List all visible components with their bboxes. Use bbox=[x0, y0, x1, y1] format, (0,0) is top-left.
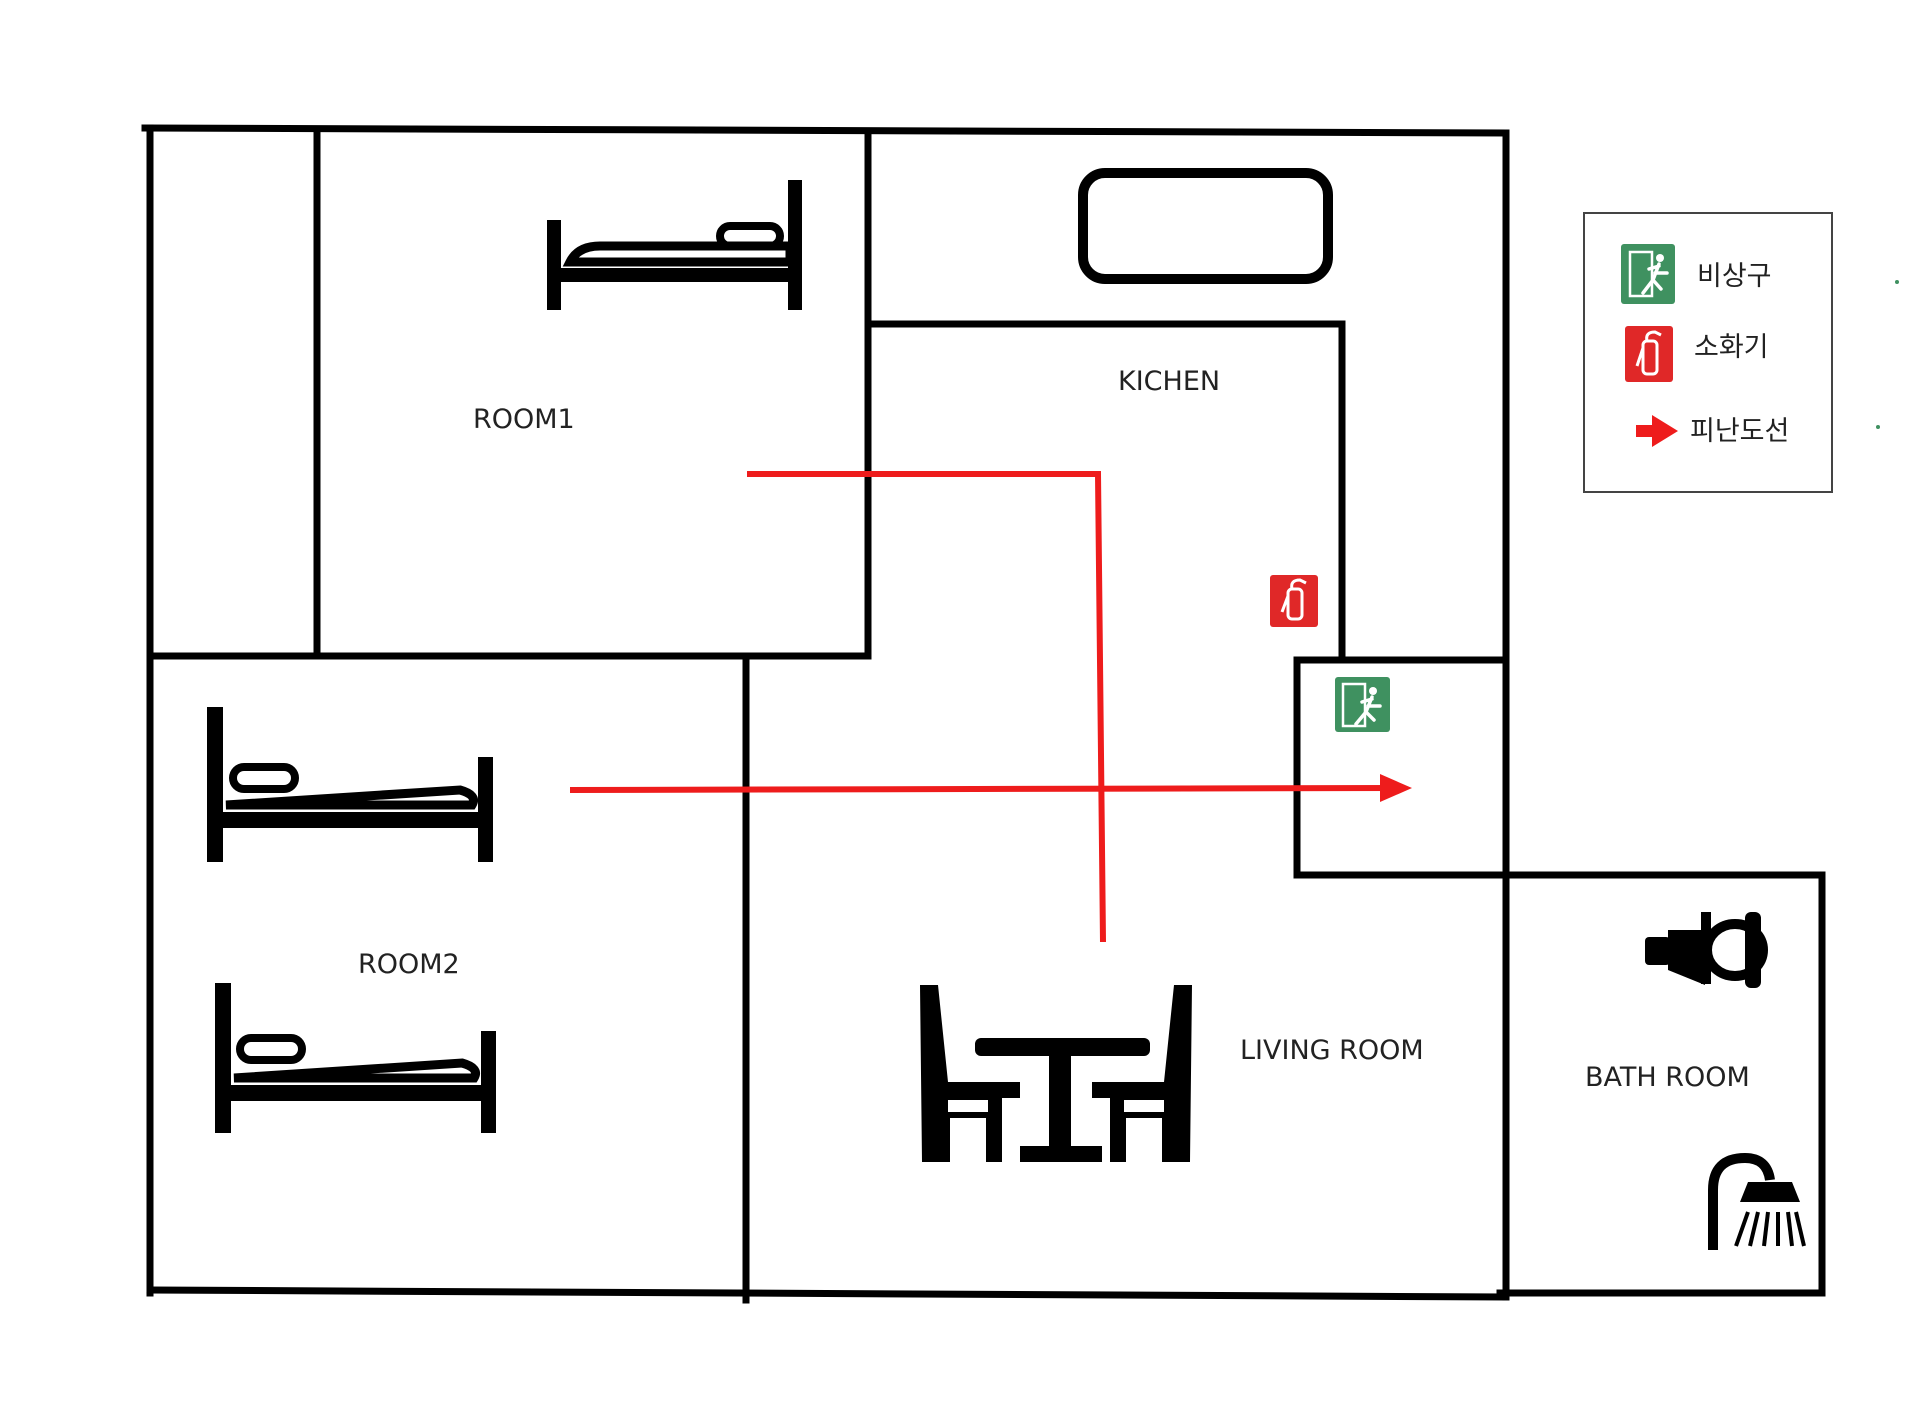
stray-dot bbox=[1876, 425, 1880, 429]
kitchen-label: KICHEN bbox=[1118, 366, 1220, 397]
fire-extinguisher-icon bbox=[1270, 575, 1318, 627]
evacuation-route bbox=[569, 471, 1396, 943]
bed-icon bbox=[215, 983, 496, 1133]
legend: 비상구 소화기 피난도선 bbox=[1583, 212, 1833, 493]
legend-emergency-exit-label: 비상구 bbox=[1697, 261, 1772, 292]
living-room-label: LIVING ROOM bbox=[1240, 1035, 1424, 1066]
red-arrow-icon bbox=[1636, 415, 1678, 447]
running-man-exit-icon bbox=[1621, 244, 1675, 304]
fire-extinguisher-icon bbox=[1625, 326, 1673, 382]
legend-evacuation-route-label: 피난도선 bbox=[1690, 416, 1789, 447]
sink-icon bbox=[1078, 168, 1333, 284]
bed-icon bbox=[207, 707, 493, 862]
walls bbox=[141, 124, 1826, 1304]
stray-dot bbox=[1895, 280, 1899, 284]
toilet-icon bbox=[1645, 912, 1768, 988]
bath-room-label: BATH ROOM bbox=[1585, 1062, 1750, 1093]
running-man-exit-icon bbox=[1335, 677, 1390, 732]
legend-fire-extinguisher-label: 소화기 bbox=[1694, 332, 1769, 363]
room2-label: ROOM2 bbox=[358, 949, 460, 980]
bed-icon bbox=[547, 180, 802, 310]
room1-label: ROOM1 bbox=[473, 404, 575, 435]
shower-icon bbox=[1708, 1152, 1806, 1250]
dining-table-icon bbox=[920, 985, 1192, 1162]
route-arrowhead bbox=[1380, 774, 1412, 802]
